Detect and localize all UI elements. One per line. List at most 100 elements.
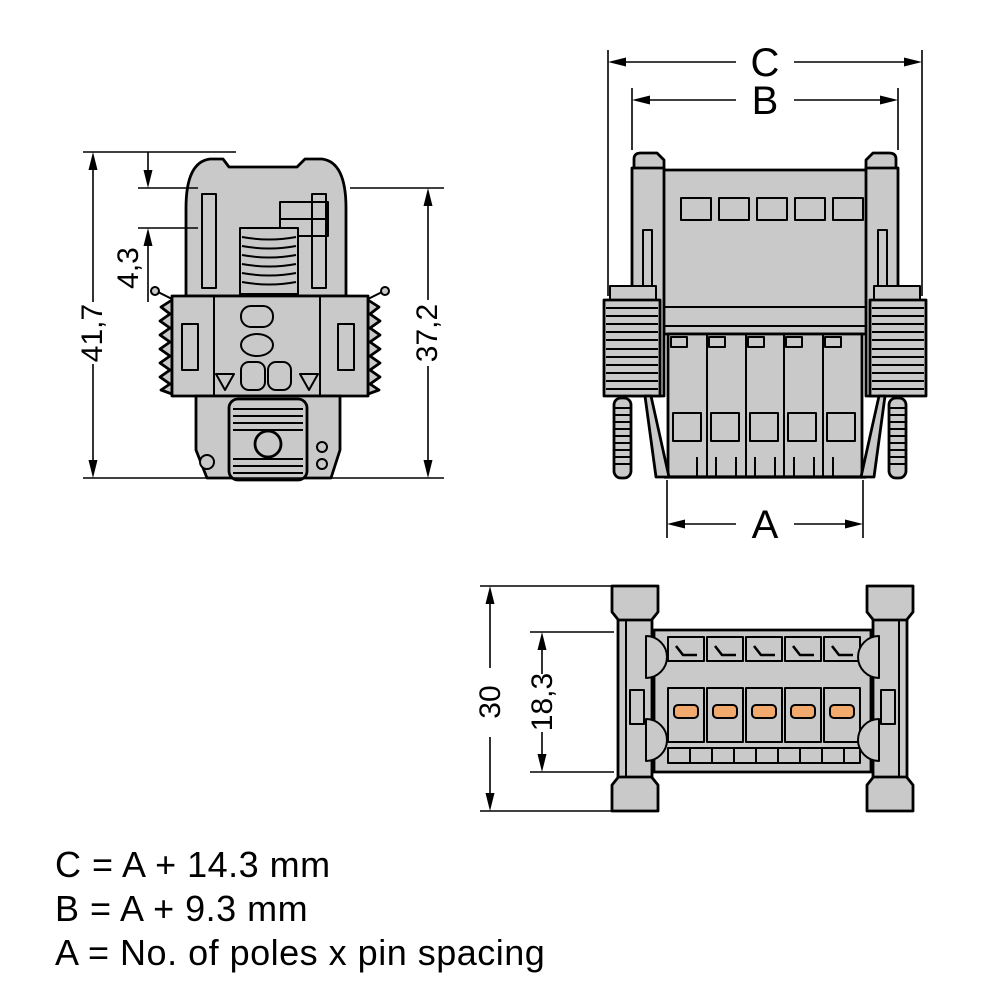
dim-b-arrow-right [880, 95, 898, 105]
front-pole-window-5 [826, 412, 856, 442]
front-bottom-teeth [696, 457, 834, 477]
dim-label-inner-depth: 18,3 [526, 673, 559, 731]
dim-b-arrow-left [632, 95, 650, 105]
front-screw-left [612, 396, 633, 480]
dim-41-7-arrow-bottom [88, 460, 98, 478]
side-antenna-left [157, 291, 173, 300]
bottom-view: 30 18,3 [474, 584, 915, 813]
side-flange-serration-right [366, 298, 382, 396]
side-extension-lines [83, 151, 444, 479]
formula-a: A = No. of poles x pin spacing [55, 932, 546, 973]
side-view-body [150, 157, 390, 482]
bottom-latch-right-top [857, 635, 880, 679]
bottom-flange-left-slot [629, 689, 645, 725]
front-slot-3 [756, 197, 788, 221]
side-flange-opening-top [240, 305, 274, 328]
front-flange-left-stripes [606, 307, 658, 390]
front-view-body [602, 151, 928, 480]
front-screw-right [887, 396, 908, 480]
front-screw-left-threads [615, 407, 630, 465]
dim-41-7-arrow-top [88, 152, 98, 170]
front-strut-left [643, 394, 671, 479]
dim-label-overall-depth: 30 [474, 685, 507, 718]
dim-30-arrow-top [485, 586, 495, 604]
side-antenna-tip-left [150, 286, 160, 296]
bottom-strip [667, 747, 861, 764]
bottom-latch-right-bottom [857, 718, 880, 762]
bottom-flange-left-tab-top [610, 584, 660, 624]
dim-4-3-arrow-top [143, 170, 153, 188]
bottom-top-cell-1 [667, 636, 705, 662]
bottom-central-body [652, 628, 873, 774]
bottom-flange-right-slot [880, 689, 896, 725]
side-view: 41,7 4,3 37,2 [76, 151, 444, 482]
dim-37-2-arrow-top [423, 188, 433, 206]
bottom-flange-left-tab-bottom [610, 773, 660, 813]
front-notch-2 [708, 336, 726, 348]
bottom-pushbutton-3 [751, 704, 777, 719]
front-pole-window-4 [787, 412, 817, 442]
bottom-mid-cell-3 [745, 687, 783, 743]
bottom-flange-right-tab-bottom [865, 773, 915, 813]
bottom-flange-right-tab-top [865, 584, 915, 624]
dim-37-2-arrow-bottom [423, 460, 433, 478]
front-cap-left [632, 151, 666, 172]
bottom-top-cell-4 [784, 636, 822, 662]
side-flange-triangle-marks [215, 373, 319, 391]
side-flange-slot-left [181, 323, 199, 371]
front-slot-1 [680, 197, 712, 221]
side-flange-opening-bottom-right [267, 361, 292, 391]
bottom-lever-marks [674, 645, 853, 657]
front-notch-3 [747, 336, 765, 348]
side-hole-right-1 [316, 441, 328, 453]
side-spring-coils [241, 236, 297, 286]
front-slot-2 [718, 197, 750, 221]
side-flange-opening-mid [240, 333, 274, 357]
front-screw-right-threads [890, 407, 905, 465]
side-housing-channel-left [201, 193, 217, 289]
formula-b: B = A + 9.3 mm [55, 888, 309, 929]
bottom-pushbutton-1 [673, 704, 699, 719]
bottom-latch-left-top [645, 635, 668, 679]
bottom-view-body [610, 584, 915, 813]
dim-label-top-step: 4,3 [112, 247, 145, 289]
front-notch-4 [785, 336, 803, 348]
side-flange-opening-bottom-left [240, 361, 266, 391]
dim-label-pole-width: A [752, 503, 779, 547]
front-housing-band [662, 306, 868, 327]
front-notch-1 [670, 336, 688, 348]
front-pole-dividers [706, 334, 824, 477]
front-pole-window-1 [672, 412, 702, 442]
bottom-view-dimensions: 30 18,3 [474, 585, 614, 812]
front-pole-block [666, 332, 864, 479]
bottom-latch-left-bottom [645, 718, 668, 762]
front-housing [656, 168, 874, 336]
front-pole-window-3 [749, 412, 779, 442]
side-hole-left [199, 454, 215, 470]
bottom-pushbutton-4 [790, 704, 816, 719]
dim-18-3-arrow-top [537, 632, 547, 650]
side-housing-channel-right [311, 193, 327, 289]
dim-c-arrow-right [904, 57, 922, 67]
side-grip-screw [253, 429, 283, 459]
front-extension-lines [607, 50, 923, 538]
dim-label-overall-height: 41,7 [76, 304, 109, 362]
bottom-pushbutton-5 [829, 704, 855, 719]
formula-c: C = A + 14.3 mm [55, 844, 331, 885]
front-flange-right-stripes [872, 307, 924, 390]
front-view-dimensions: C B A [607, 41, 923, 547]
front-slot-4 [794, 197, 826, 221]
dim-4-3-arrow-bottom [143, 228, 153, 246]
bottom-mid-cell-2 [706, 687, 744, 743]
side-flange-ribs [213, 296, 321, 396]
bottom-top-cell-2 [706, 636, 744, 662]
front-view: C B A [602, 41, 928, 547]
front-pole-window-2 [710, 412, 740, 442]
dim-a-arrow-left [667, 519, 685, 529]
front-strut-right [859, 394, 887, 479]
side-hole-right-2 [316, 458, 328, 470]
front-notch-5 [824, 336, 842, 348]
dim-a-arrow-right [845, 519, 863, 529]
